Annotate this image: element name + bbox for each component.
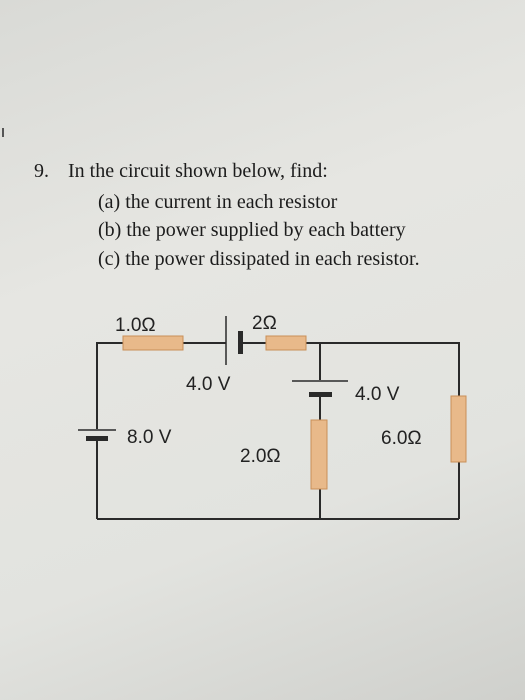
resistor-2ohm-top	[265, 335, 307, 351]
margin-mark	[2, 128, 4, 137]
label-battery-8v: 8.0 V	[127, 427, 172, 448]
question-part-b: (b) the power supplied by each battery	[98, 219, 406, 241]
circuit-wires	[96, 342, 460, 520]
label-battery-4v-top: 4.0 V	[186, 374, 231, 395]
battery-8v	[78, 429, 116, 441]
resistor-6ohm	[450, 395, 467, 463]
label-resistor-2ohm-middle: 2.0Ω	[240, 446, 281, 467]
question-part-a: (a) the current in each resistor	[98, 191, 338, 213]
resistor-1ohm	[122, 335, 184, 351]
question-part-c: (c) the power dissipated in each resisto…	[98, 248, 420, 270]
wire-top-right	[242, 342, 460, 396]
label-battery-4v-middle: 4.0 V	[355, 384, 400, 405]
question-stem: In the circuit shown below, find:	[68, 160, 328, 182]
question-number: 9.	[34, 160, 49, 182]
label-resistor-2ohm-top: 2Ω	[252, 313, 277, 334]
battery-4v-middle	[292, 380, 348, 397]
label-resistor-6ohm: 6.0Ω	[381, 428, 422, 449]
label-resistor-1ohm: 1.0Ω	[115, 315, 156, 336]
resistor-2ohm-middle	[310, 419, 328, 490]
battery-4v-top	[225, 316, 243, 365]
